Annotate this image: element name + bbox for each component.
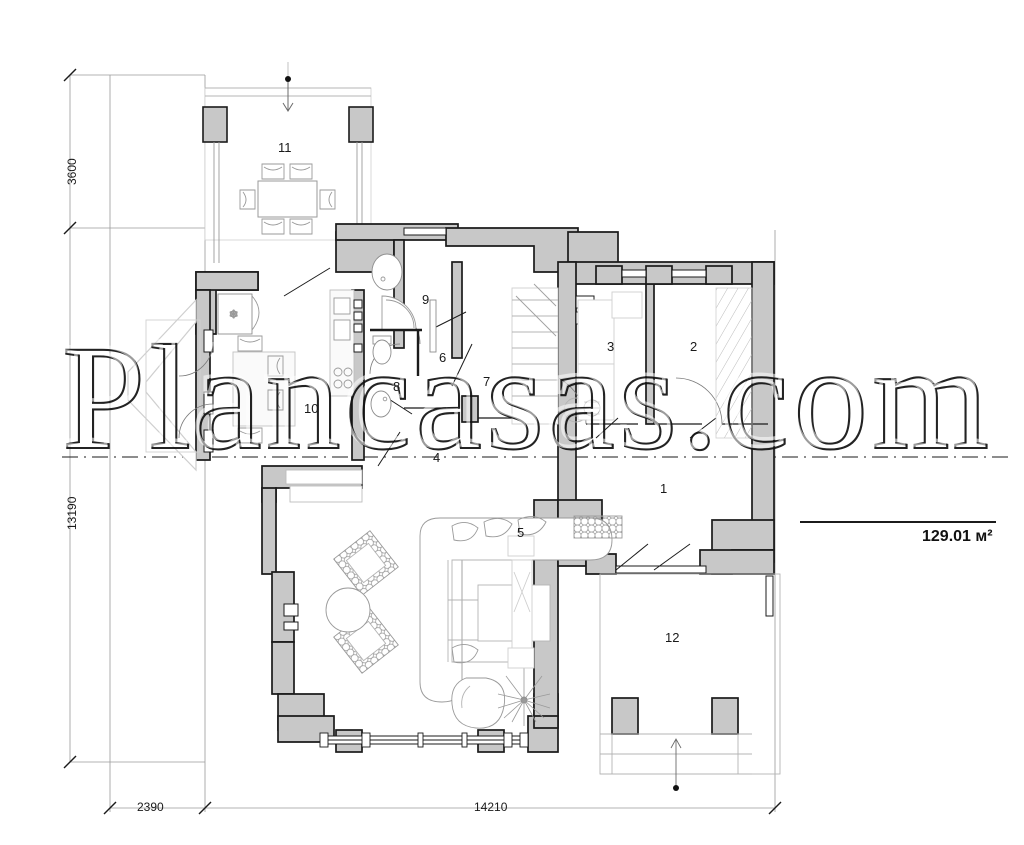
wall-niches [283,603,299,631]
svg-text:Plancasas.com: Plancasas.com [62,315,993,481]
staircase [511,283,589,425]
room-label-9: 9 [422,292,430,307]
bathroom-fixtures [370,253,437,418]
exterior-outline [145,319,781,791]
terrace-11 [202,76,374,263]
room-label-6: 6 [439,350,447,365]
room3-furniture [575,291,643,421]
room-label-2: 2 [690,339,698,354]
room-label-12: 12 [665,630,680,645]
dimension-left-bottom: 13190 [65,496,79,530]
room-label-7: 7 [483,374,491,389]
dimension-bottom-left: 2390 [137,800,164,814]
room-label-11: 11 [278,140,292,155]
dimension-left-top: 3600 [65,158,79,185]
total-area-label: 129.01 м² [922,528,993,545]
room-label-1: 1 [660,481,668,496]
kitchen-furniture: ❄ [217,289,363,444]
watermark: Plancasas.com Plancasas.com [57,310,993,482]
room-label-4: 4 [433,450,441,465]
dimension-bottom-right: 14210 [474,800,508,814]
windows [203,227,774,748]
room-label-3: 3 [607,339,615,354]
room-label-10: 10 [304,401,319,416]
svg-text:❄: ❄ [229,308,238,321]
room2-wardrobe [715,287,753,439]
room-label-5: 5 [517,525,525,540]
room-label-8: 8 [393,379,401,394]
svg-text:Plancasas.com: Plancasas.com [59,312,990,478]
living-room-furniture [285,469,623,729]
